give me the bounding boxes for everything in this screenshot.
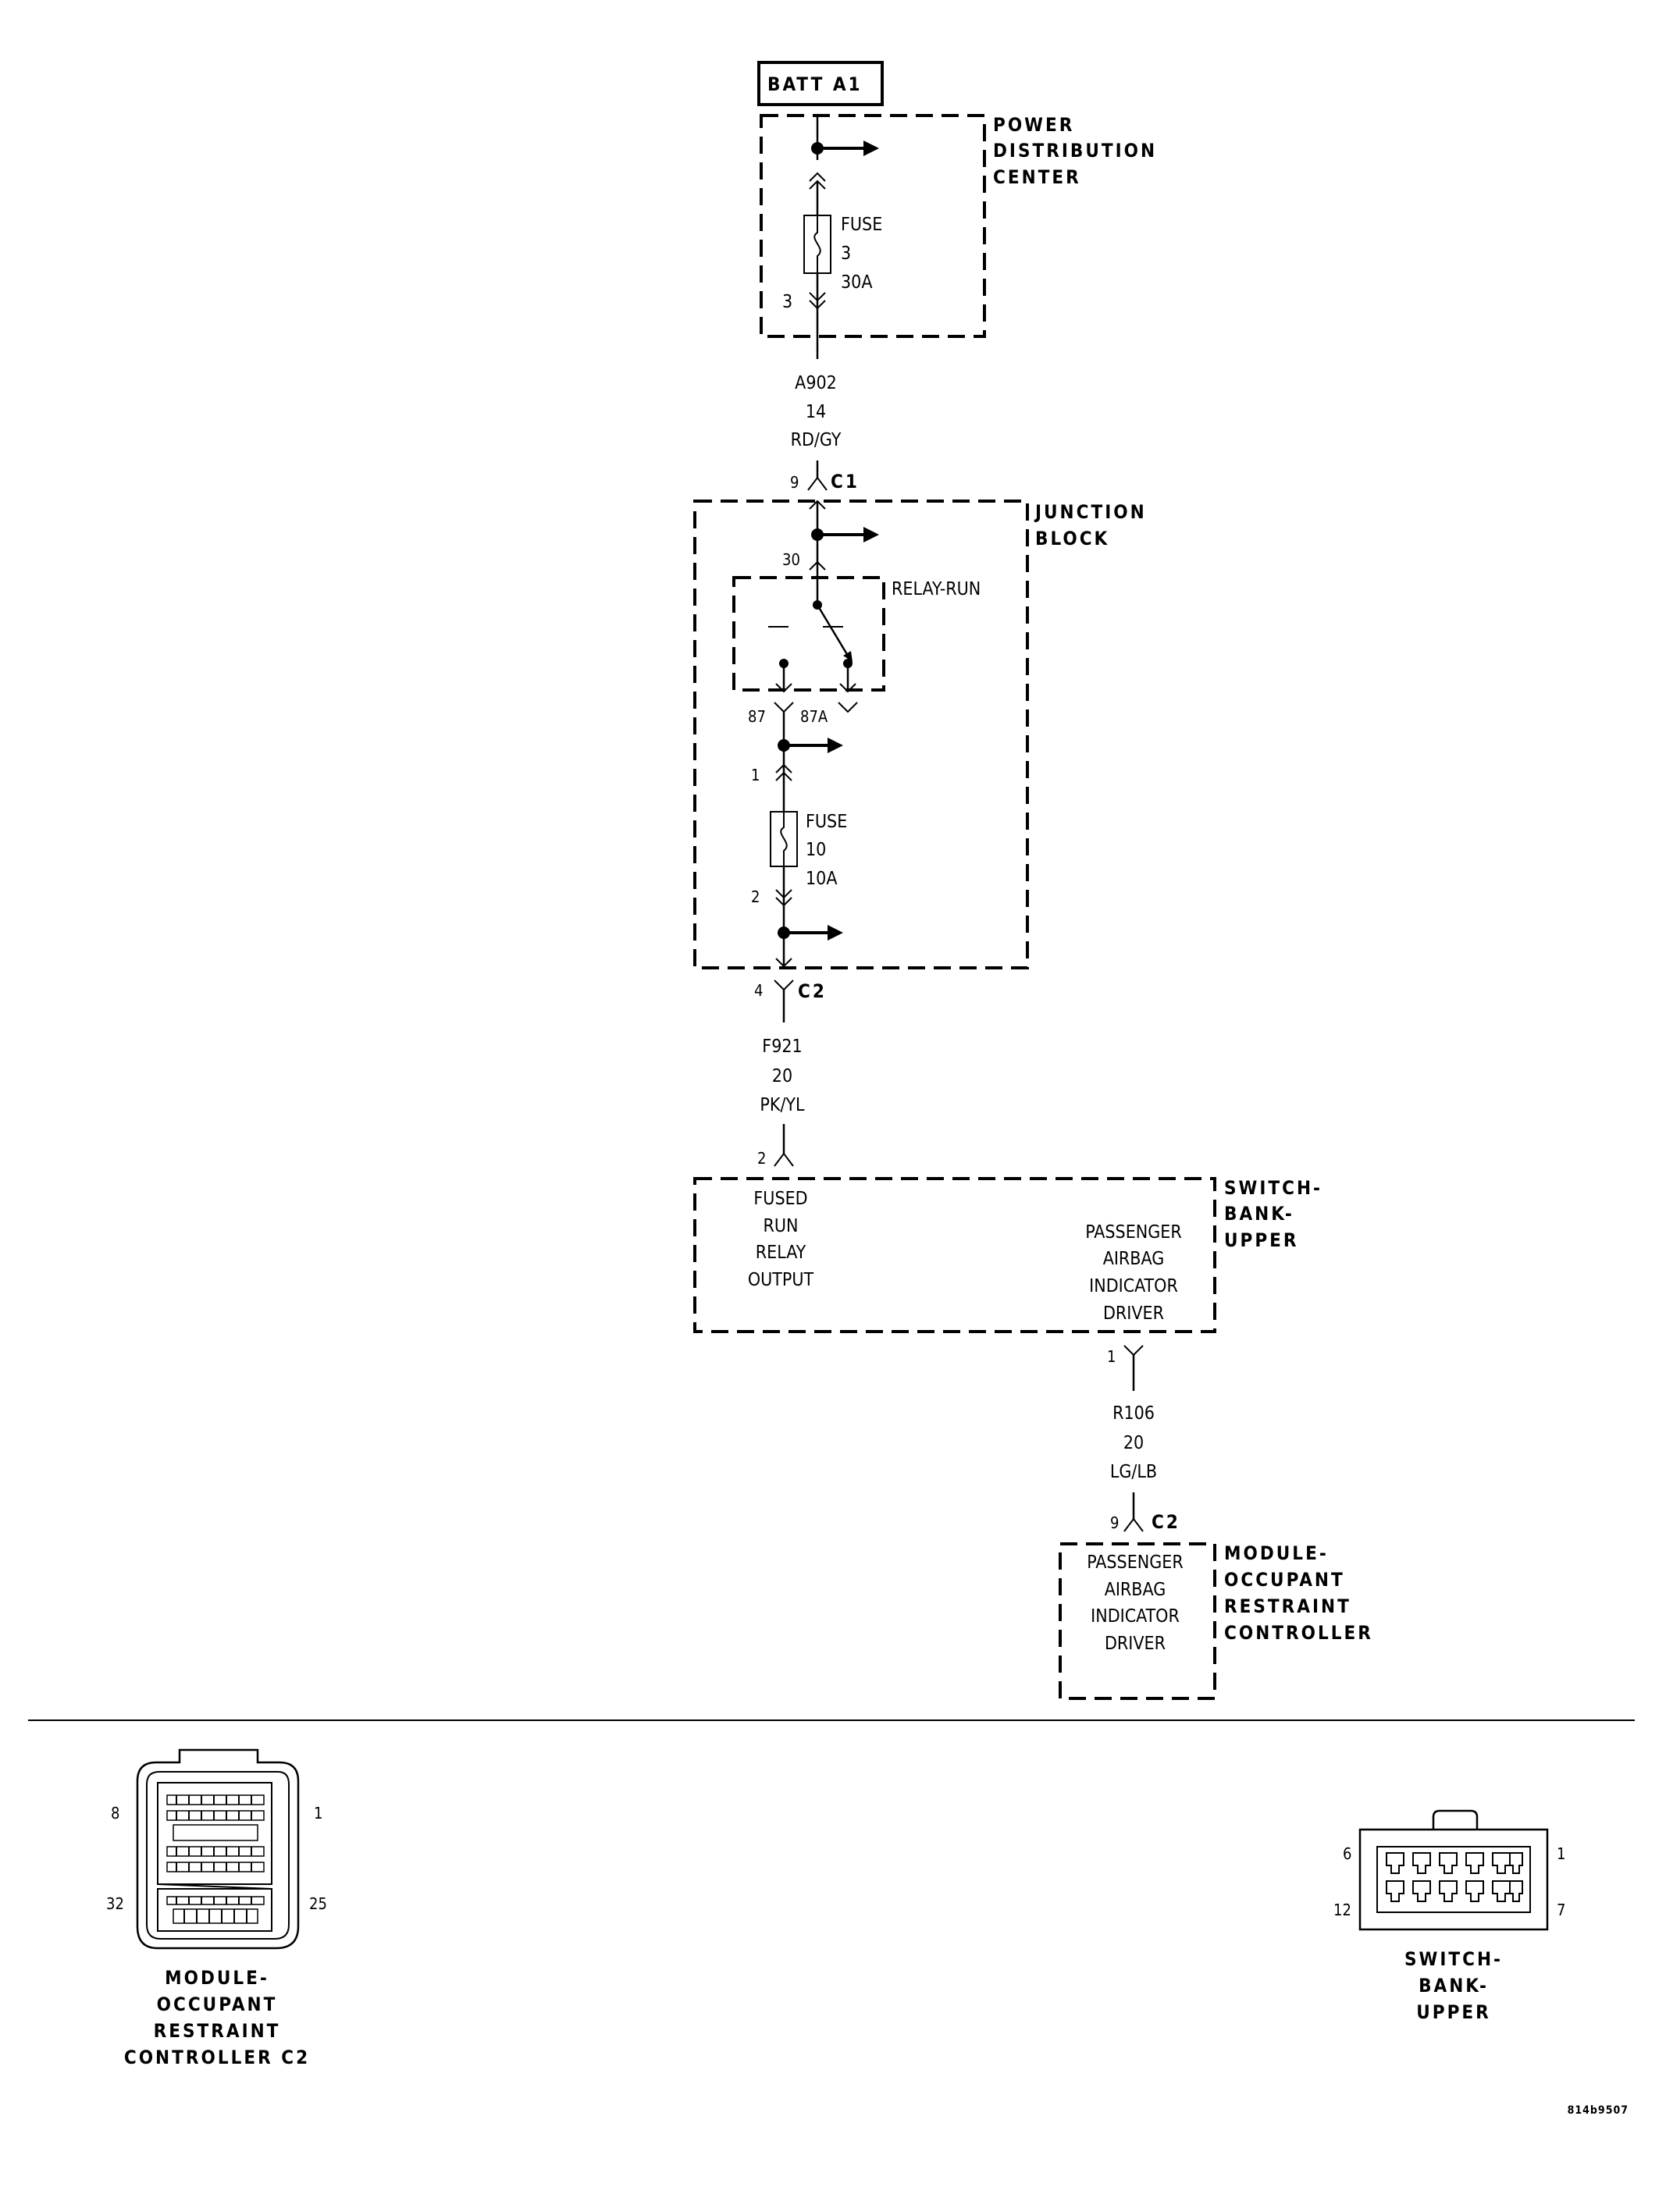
- svg-text:FUSE: FUSE: [841, 215, 882, 235]
- svg-text:UPPER: UPPER: [1224, 1229, 1299, 1251]
- svg-text:RD/GY: RD/GY: [791, 430, 842, 450]
- svg-text:9: 9: [790, 473, 799, 492]
- svg-text:MODULE-: MODULE-: [165, 1967, 269, 1989]
- orc-c2-pin-array: [166, 1794, 265, 1924]
- svg-text:1: 1: [1107, 1347, 1116, 1366]
- svg-text:4: 4: [754, 981, 763, 1000]
- svg-text:INDICATOR: INDICATOR: [1089, 1276, 1178, 1296]
- svg-text:AIRBAG: AIRBAG: [1103, 1249, 1165, 1269]
- switch-bank-pin-array: [1386, 1852, 1523, 1902]
- svg-text:LG/LB: LG/LB: [1110, 1462, 1157, 1482]
- svg-text:F921: F921: [762, 1037, 802, 1057]
- svg-text:CENTER: CENTER: [993, 166, 1081, 188]
- svg-text:20: 20: [1123, 1433, 1144, 1453]
- svg-text:1: 1: [751, 766, 760, 784]
- orc-c2-connector-view: 8 1 32 25 MODULE- OCCUPANT RESTRAINT CON…: [106, 1748, 327, 2068]
- svg-text:BANK-: BANK-: [1224, 1203, 1294, 1225]
- svg-text:FUSE: FUSE: [806, 812, 847, 832]
- svg-text:OCCUPANT: OCCUPANT: [1224, 1569, 1345, 1591]
- svg-text:RELAY-RUN: RELAY-RUN: [892, 579, 981, 599]
- svg-text:7: 7: [1557, 1901, 1565, 1919]
- svg-text:BANK-: BANK-: [1419, 1975, 1489, 1997]
- svg-text:RUN: RUN: [763, 1216, 798, 1236]
- svg-text:PK/YL: PK/YL: [760, 1095, 805, 1115]
- svg-text:SWITCH-: SWITCH-: [1404, 1948, 1503, 1970]
- svg-text:87A: 87A: [800, 707, 828, 726]
- svg-text:12: 12: [1333, 1901, 1351, 1919]
- svg-text:C2: C2: [798, 980, 827, 1002]
- svg-text:C2: C2: [1152, 1511, 1180, 1533]
- battery-source: BATT A1: [757, 61, 884, 106]
- svg-text:R106: R106: [1112, 1403, 1155, 1424]
- svg-text:DRIVER: DRIVER: [1105, 1634, 1166, 1654]
- junction-block: JUNCTION BLOCK 30: [693, 500, 1147, 969]
- fuse-10: 1 FUSE 10 10A 2: [751, 738, 847, 968]
- wire-r106: 1 R106 20 LG/LB 9 C2: [1107, 1345, 1180, 1533]
- connector-c2: 4 C2: [754, 980, 827, 1022]
- svg-text:PASSENGER: PASSENGER: [1087, 1552, 1183, 1573]
- svg-text:14: 14: [806, 402, 826, 422]
- svg-text:A902: A902: [795, 373, 837, 393]
- svg-text:2: 2: [757, 1149, 766, 1168]
- svg-text:1: 1: [1557, 1844, 1565, 1863]
- svg-text:20: 20: [772, 1066, 792, 1086]
- svg-text:POWER: POWER: [993, 114, 1074, 136]
- svg-text:25: 25: [309, 1894, 327, 1913]
- svg-text:1: 1: [314, 1804, 322, 1823]
- svg-text:10A: 10A: [806, 869, 837, 889]
- svg-text:2: 2: [751, 887, 760, 906]
- svg-text:30A: 30A: [841, 272, 872, 293]
- svg-text:OCCUPANT: OCCUPANT: [157, 1993, 278, 2015]
- svg-text:MODULE-: MODULE-: [1224, 1542, 1329, 1564]
- svg-text:87: 87: [748, 707, 766, 726]
- arrow-right-icon: [863, 140, 879, 156]
- wire-f921: F921 20 PK/YL 2: [757, 1037, 805, 1168]
- arrow-right-icon: [828, 738, 843, 753]
- svg-text:UPPER: UPPER: [1416, 2001, 1491, 2023]
- svg-text:RESTRAINT: RESTRAINT: [1224, 1595, 1351, 1617]
- svg-text:DRIVER: DRIVER: [1103, 1303, 1164, 1324]
- svg-text:30: 30: [782, 550, 800, 569]
- switch-bank-connector-view: 6 1 12 7 SWITCH- BANK- UPPER: [1333, 1809, 1565, 2023]
- svg-text:BATT A1: BATT A1: [767, 73, 863, 95]
- svg-text:OUTPUT: OUTPUT: [748, 1270, 814, 1290]
- svg-text:PASSENGER: PASSENGER: [1085, 1222, 1181, 1243]
- svg-text:10: 10: [806, 840, 826, 860]
- wire-a902: A902 14 RD/GY: [791, 336, 842, 478]
- svg-text:RELAY: RELAY: [756, 1243, 806, 1263]
- svg-text:FUSED: FUSED: [753, 1189, 807, 1209]
- switch-bank-upper: SWITCH- BANK- UPPER FUSED RUN RELAY OUTP…: [693, 1177, 1322, 1333]
- relay-run: RELAY-RUN: [732, 576, 981, 693]
- svg-text:3: 3: [841, 244, 851, 264]
- arrow-right-icon: [863, 527, 879, 542]
- svg-text:JUNCTION: JUNCTION: [1034, 501, 1147, 523]
- arrow-right-icon: [828, 925, 843, 941]
- svg-text:8: 8: [111, 1804, 119, 1823]
- svg-text:RESTRAINT: RESTRAINT: [154, 2020, 281, 2042]
- svg-text:CONTROLLER: CONTROLLER: [1224, 1622, 1373, 1644]
- svg-text:32: 32: [106, 1894, 124, 1913]
- relay-outputs: 87 87A: [748, 702, 858, 745]
- svg-text:AIRBAG: AIRBAG: [1105, 1580, 1166, 1600]
- svg-text:3: 3: [782, 292, 792, 312]
- svg-text:SWITCH-: SWITCH-: [1224, 1177, 1322, 1199]
- svg-text:INDICATOR: INDICATOR: [1091, 1606, 1180, 1627]
- svg-text:6: 6: [1343, 1844, 1351, 1863]
- svg-text:CONTROLLER C2: CONTROLLER C2: [124, 2047, 310, 2068]
- occupant-restraint-controller: MODULE- OCCUPANT RESTRAINT CONTROLLER PA…: [1059, 1542, 1373, 1700]
- svg-text:9: 9: [1110, 1513, 1119, 1532]
- svg-text:C1: C1: [831, 471, 860, 493]
- svg-text:DISTRIBUTION: DISTRIBUTION: [993, 140, 1157, 162]
- figure-code: 814b9507: [1568, 2104, 1629, 2117]
- svg-text:BLOCK: BLOCK: [1035, 528, 1109, 549]
- connector-c1: 9 C1: [790, 471, 860, 493]
- power-distribution-center: POWER DISTRIBUTION CENTER FUSE 3 30A 3: [760, 114, 1157, 338]
